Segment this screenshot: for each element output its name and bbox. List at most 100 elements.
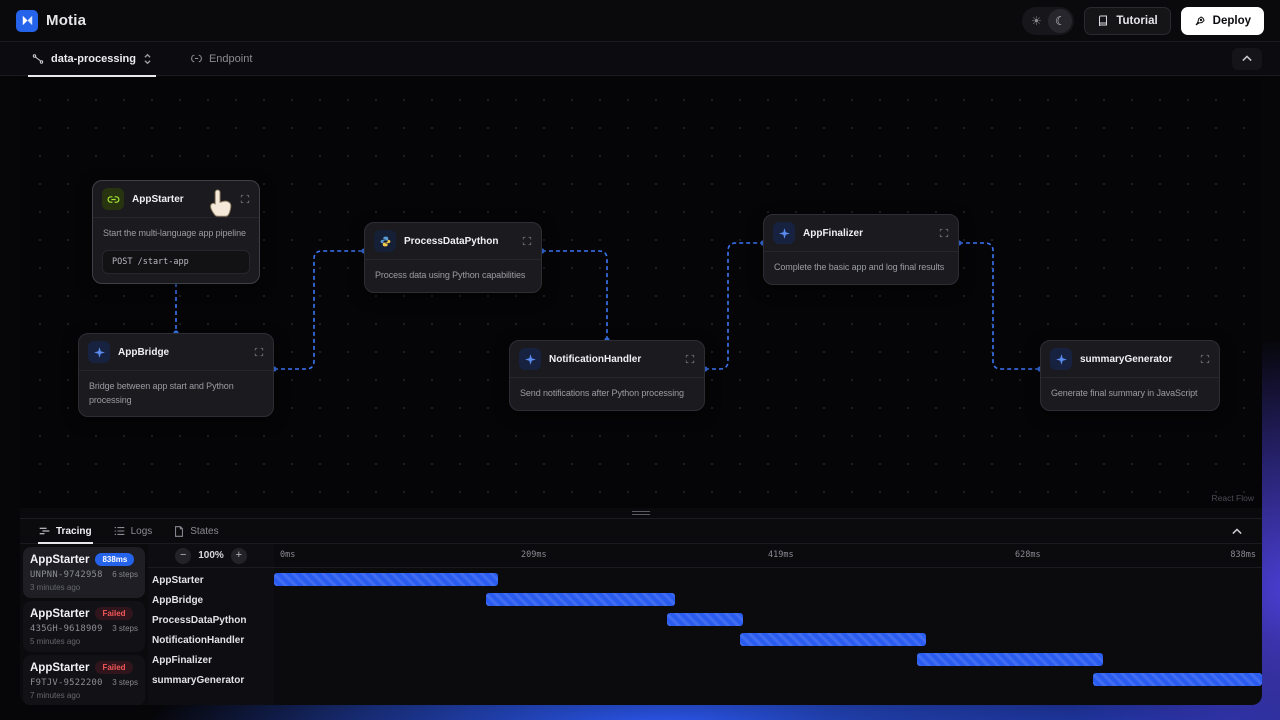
trace-list: AppStarter 838ms UNPNN-9742958 6 steps 3… <box>20 544 148 705</box>
node-title: AppFinalizer <box>803 227 864 239</box>
gantt-label: AppBridge <box>152 594 204 606</box>
brand: Motia <box>16 9 86 32</box>
node-header: AppStarter <box>93 181 259 218</box>
focus-node-icon[interactable] <box>1200 354 1210 364</box>
focus-node-icon[interactable] <box>939 228 949 238</box>
js-spark-icon <box>519 348 541 370</box>
gantt-label: summaryGenerator <box>152 674 245 686</box>
theme-toggle[interactable]: ☀ ☾ <box>1022 6 1075 35</box>
gantt-bar-summarygenerator[interactable] <box>1093 673 1262 686</box>
gantt-time-axis: 0ms 209ms 419ms 628ms 838ms <box>274 544 1262 568</box>
gantt-bar-appstarter[interactable] <box>274 573 498 586</box>
endpoint-tab-label: Endpoint <box>208 52 253 65</box>
node-header: AppFinalizer <box>764 215 958 252</box>
node-header: summaryGenerator <box>1041 341 1219 378</box>
tab-endpoint[interactable]: Endpoint <box>190 53 252 65</box>
axis-tick: 628ms <box>1015 550 1041 560</box>
trace-steps: 3 steps <box>112 678 138 687</box>
zoom-out-button[interactable]: − <box>175 547 192 564</box>
node-appfinalizer[interactable]: AppFinalizer Complete the basic app and … <box>763 214 959 285</box>
rocket-icon <box>1194 15 1206 27</box>
deploy-button[interactable]: Deploy <box>1180 6 1264 35</box>
node-appstarter[interactable]: AppStarter Start the multi-language app … <box>92 180 260 284</box>
gantt-label: NotificationHandler <box>152 634 245 646</box>
focus-node-icon[interactable] <box>522 236 532 246</box>
gantt-label: ProcessDataPython <box>152 614 247 626</box>
endpoint-link-icon <box>190 53 203 64</box>
collapse-canvas-button[interactable] <box>1232 47 1262 70</box>
node-notificationhandler[interactable]: NotificationHandler Send notifications a… <box>509 340 705 411</box>
gantt-step-labels: AppStarter AppBridge ProcessDataPython N… <box>148 568 274 705</box>
bottom-panel: Tracing Logs States AppStarter 838ms UNP… <box>20 518 1262 705</box>
node-processdatapython[interactable]: ProcessDataPython Process data using Pyt… <box>364 222 542 293</box>
gantt-bar-notificationhandler[interactable] <box>739 633 926 646</box>
trace-item[interactable]: AppStarter Failed F9TJV-9522200 3 steps … <box>23 655 145 705</box>
gantt-track <box>274 568 1262 705</box>
deploy-label: Deploy <box>1212 14 1251 27</box>
trace-name: AppStarter <box>30 553 90 566</box>
zoom-in-button[interactable]: + <box>230 547 247 564</box>
gantt-bar-processdatapython[interactable] <box>666 613 744 626</box>
node-description: Bridge between app start and Python proc… <box>89 381 234 405</box>
node-description: Process data using Python capabilities <box>375 270 526 280</box>
focus-node-icon[interactable] <box>240 194 250 204</box>
tab-tracing[interactable]: Tracing <box>30 519 101 544</box>
panel-tabbar: Tracing Logs States <box>20 519 1262 544</box>
js-spark-icon <box>88 341 110 363</box>
trace-id: 435GH-9618909 <box>30 624 103 634</box>
hand-cursor-icon <box>206 188 236 222</box>
trace-name: AppStarter <box>30 661 90 674</box>
axis-tick: 838ms <box>1230 550 1256 560</box>
tab-states[interactable]: States <box>165 519 227 544</box>
node-title: AppBridge <box>118 346 170 358</box>
trace-item[interactable]: AppStarter 838ms UNPNN-9742958 6 steps 3… <box>23 547 145 598</box>
panel-resize-handle[interactable] <box>20 508 1262 518</box>
sort-chevrons-icon[interactable] <box>143 53 152 65</box>
motia-logo-icon <box>16 9 38 32</box>
node-description: Start the multi-language app pipeline <box>103 228 246 238</box>
flow-tab-label: data-processing <box>51 52 136 65</box>
trace-steps: 6 steps <box>112 570 138 579</box>
book-icon <box>1097 15 1109 27</box>
api-link-icon <box>102 188 124 210</box>
api-endpoint-chip: POST /start-app <box>102 249 250 274</box>
edge-notificationhandler-appfinalizer <box>705 242 763 370</box>
focus-node-icon[interactable] <box>254 347 264 357</box>
node-description: Send notifications after Python processi… <box>520 388 684 398</box>
tutorial-button[interactable]: Tutorial <box>1084 6 1171 35</box>
axis-tick: 0ms <box>280 550 296 560</box>
node-description: Generate final summary in JavaScript <box>1051 388 1198 398</box>
duration-badge: 838ms <box>95 553 135 566</box>
axis-tick: 419ms <box>768 550 794 560</box>
node-header: AppBridge <box>79 334 273 371</box>
js-spark-icon <box>1050 348 1072 370</box>
node-title: summaryGenerator <box>1080 353 1173 365</box>
tab-logs[interactable]: Logs <box>105 519 162 544</box>
node-title: NotificationHandler <box>549 353 642 365</box>
gantt-bar-appbridge[interactable] <box>486 593 675 606</box>
trace-timestamp: 7 minutes ago <box>30 691 81 700</box>
edge-appbridge-processdatapython <box>274 250 364 370</box>
flow-canvas[interactable]: AppStarter Start the multi-language app … <box>20 76 1262 508</box>
gantt-bar-appfinalizer[interactable] <box>916 653 1103 666</box>
light-mode-sun-icon[interactable]: ☀ <box>1030 13 1042 28</box>
node-header: NotificationHandler <box>510 341 704 378</box>
trace-timestamp: 3 minutes ago <box>30 583 81 592</box>
header-actions: ☀ ☾ Tutorial Deploy <box>1022 6 1264 35</box>
app-header: Motia ☀ ☾ Tutorial Deploy <box>0 0 1280 42</box>
tab-tracing-label: Tracing <box>56 525 92 537</box>
trace-gantt: − 100% + 0ms 209ms 419ms 628ms 838ms App… <box>148 544 1262 705</box>
gantt-zoom-controls: − 100% + <box>148 544 274 568</box>
flow-icon <box>32 53 44 65</box>
python-icon <box>374 230 396 252</box>
tab-data-processing[interactable]: data-processing <box>28 42 156 77</box>
node-summarygenerator[interactable]: summaryGenerator Generate final summary … <box>1040 340 1220 411</box>
node-title: AppStarter <box>132 193 184 205</box>
focus-node-icon[interactable] <box>685 354 695 364</box>
dark-mode-moon-icon[interactable]: ☾ <box>1048 8 1073 33</box>
trace-name: AppStarter <box>30 607 90 620</box>
collapse-panel-button[interactable] <box>1222 520 1252 542</box>
node-header: ProcessDataPython <box>365 223 541 260</box>
node-appbridge[interactable]: AppBridge Bridge between app start and P… <box>78 333 274 417</box>
trace-item[interactable]: AppStarter Failed 435GH-9618909 3 steps … <box>23 601 145 652</box>
